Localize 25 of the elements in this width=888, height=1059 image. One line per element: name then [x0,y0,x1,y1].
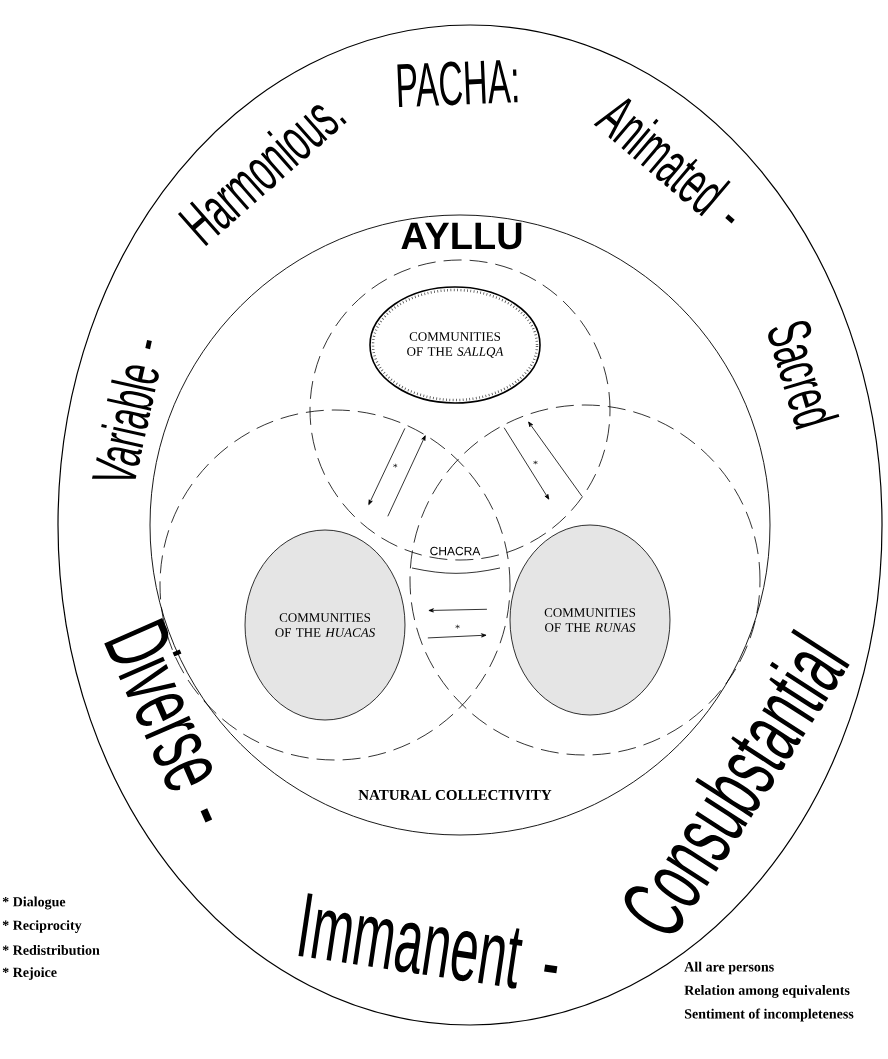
note-line: Relation among equivalents [684,985,850,998]
edge-label: * [533,460,538,465]
note-line: All are persons [684,961,774,975]
chacra-region: CHACRA [411,546,501,574]
curved-word: Immanent - [298,893,558,989]
note-line: * Redistribution [2,945,100,955]
note-line: * Rejoice [2,967,57,980]
note-line: * Dialogue [2,896,66,910]
arrow [387,435,426,517]
circle-caption: NATURAL COLLECTIVITY [358,789,552,801]
arrow [368,428,406,505]
note-line: * Reciprocity [2,920,82,933]
arrow [428,608,488,613]
edge-label: * [393,463,398,468]
curved-word: PACHA: [397,60,518,108]
curved-word: Sacred [768,320,840,430]
circle-title: AYLLU [401,222,522,250]
dashed-circle [309,259,611,561]
curved-word: Diverse - [104,618,213,823]
note-line: Sentiment of incompleteness [684,1008,854,1022]
arrow [503,427,550,500]
curved-word: Variable - [91,340,159,479]
edge-label: * [455,624,460,629]
arrow [528,421,583,497]
arrow [427,633,487,639]
